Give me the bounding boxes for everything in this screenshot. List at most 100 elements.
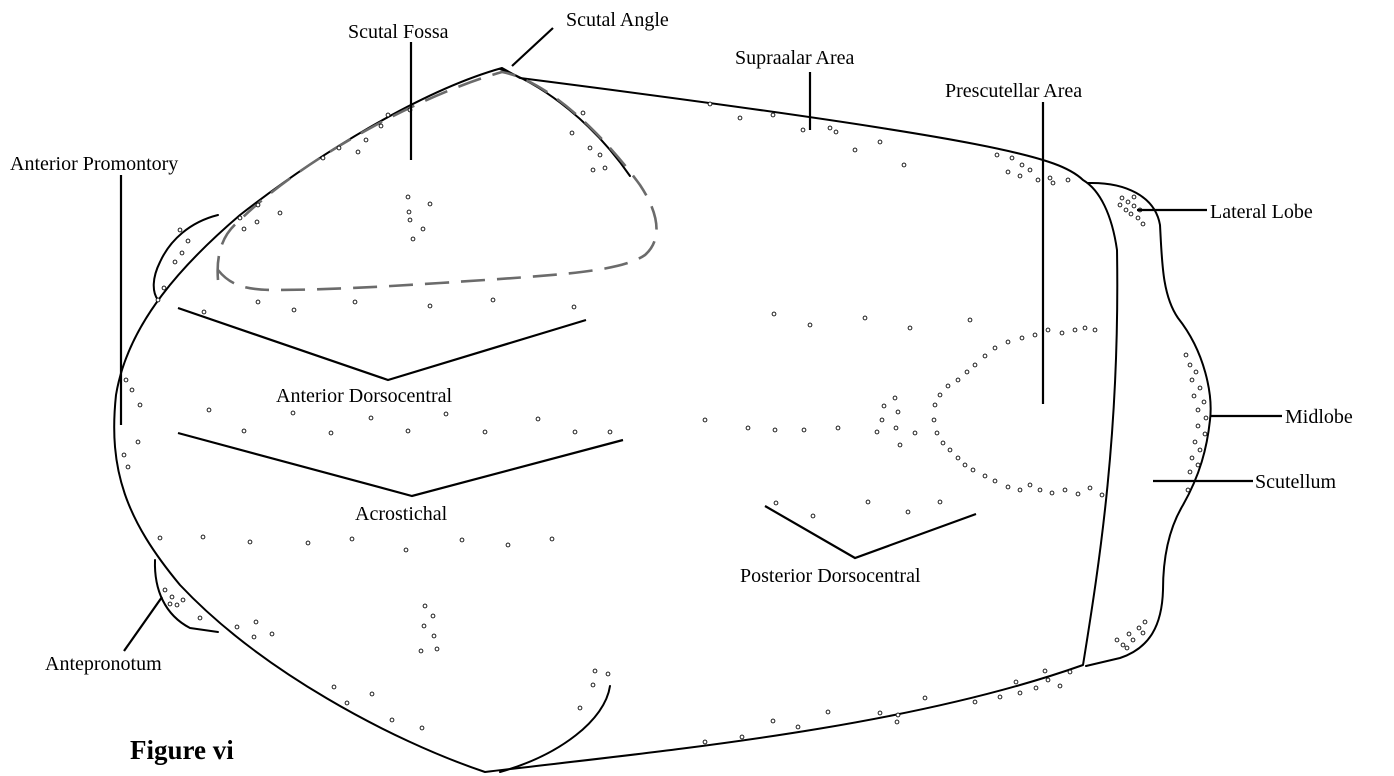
bristle-pit — [290, 410, 296, 416]
bristle-pit — [569, 130, 575, 136]
bristle-pit — [368, 415, 374, 421]
bristle-pit — [1035, 177, 1041, 183]
bristle-pit — [1062, 487, 1068, 493]
bristle-pit — [994, 152, 1000, 158]
bristle-pit — [1114, 637, 1120, 643]
label-anterior-dorsocentral: Anterior Dorsocentral — [276, 385, 452, 407]
bristle-pit — [1195, 407, 1201, 413]
bristle-pit — [1128, 211, 1134, 217]
bristle-pit — [931, 417, 937, 423]
label-lateral-lobe: Lateral Lobe — [1210, 201, 1313, 223]
bristle-pit — [893, 425, 899, 431]
bristle-pit — [597, 152, 603, 158]
bristle-pit — [897, 442, 903, 448]
bristle-pit — [277, 210, 283, 216]
label-scutellum: Scutellum — [1255, 471, 1337, 493]
bristle-pit — [1032, 332, 1038, 338]
label-posterior-dorsocentral: Posterior Dorsocentral — [740, 565, 921, 587]
scutal-fossa-outline — [216, 70, 658, 292]
bristle-pit — [934, 430, 940, 436]
bristle-pit — [355, 149, 361, 155]
bristle-pit — [1183, 352, 1189, 358]
bristle-pit — [363, 137, 369, 143]
bristle-pit — [773, 500, 779, 506]
bristle-pit — [269, 631, 275, 637]
bristle-pit — [1017, 173, 1023, 179]
bristle-pit — [1189, 377, 1195, 383]
bristle-pit — [972, 362, 978, 368]
bristle-pit — [305, 540, 311, 546]
bristle-pit — [352, 299, 358, 305]
bristle-pit — [254, 219, 260, 225]
bristle-pit — [937, 392, 943, 398]
bristle-pit — [291, 307, 297, 313]
bristle-pit — [807, 322, 813, 328]
label-scutal-fossa: Scutal Fossa — [348, 21, 449, 43]
bristle-pit — [1019, 162, 1025, 168]
bristle-pit — [535, 416, 541, 422]
bristle-pit — [1059, 330, 1065, 336]
bristle-pit — [1119, 195, 1125, 201]
bristle-pit — [255, 299, 261, 305]
bristle-pit — [1027, 482, 1033, 488]
bristle-pit — [200, 534, 206, 540]
bristle-pit — [180, 597, 186, 603]
bristle-pit — [895, 712, 901, 718]
bristle-pit — [1072, 327, 1078, 333]
bristle-pit — [1123, 207, 1129, 213]
bristle-pit — [1142, 619, 1148, 625]
bristle-pit — [772, 427, 778, 433]
bristle-pit — [251, 634, 257, 640]
bristle-pit — [505, 542, 511, 548]
bristle-pit — [955, 455, 961, 461]
bristle-pit — [835, 425, 841, 431]
label-supraalar-area: Supraalar Area — [735, 47, 855, 69]
bristle-pit — [155, 297, 161, 303]
bristle-pit — [702, 417, 708, 423]
bristle-pit — [992, 345, 998, 351]
bristle-pit — [1197, 385, 1203, 391]
scutellum-outline — [1085, 181, 1212, 667]
bristle-pit — [1191, 393, 1197, 399]
bristle-pit — [1082, 325, 1088, 331]
scutal-angle-ridge — [499, 68, 631, 177]
bristle-pit — [1197, 447, 1203, 453]
bristle-pit — [877, 139, 883, 145]
bristle-pit — [739, 734, 745, 740]
label-scutal-angle: Scutal Angle — [566, 9, 669, 31]
bristle-pit — [833, 129, 839, 135]
bristle-pit — [320, 155, 326, 161]
bristle-pit — [1120, 642, 1126, 648]
bristle-pit — [1195, 423, 1201, 429]
bristle-pit — [1185, 487, 1191, 493]
bristle-pit — [602, 165, 608, 171]
bristle-pit — [590, 167, 596, 173]
bristle-pit — [185, 238, 191, 244]
bristle-pit — [607, 429, 613, 435]
bristle-pit — [344, 700, 350, 706]
bristle-pit — [422, 603, 428, 609]
bristle-pit — [247, 539, 253, 545]
bristle-pit — [1019, 335, 1025, 341]
bristle-pit — [167, 601, 173, 607]
bristle-pit — [590, 682, 596, 688]
bristle-pit — [881, 403, 887, 409]
bristle-pit — [123, 377, 129, 383]
bristle-pit — [605, 671, 611, 677]
bristle-pit — [947, 447, 953, 453]
bristle-pit — [905, 509, 911, 515]
bristle-pit — [937, 499, 943, 505]
bristle-pit — [1005, 339, 1011, 345]
bristle-pit — [1005, 169, 1011, 175]
scutal-angle-leader — [511, 27, 554, 67]
bristle-pit — [874, 429, 880, 435]
bristle-pit — [1042, 668, 1048, 674]
figure-caption: Figure vi — [130, 735, 234, 765]
bristle-pit — [418, 648, 424, 654]
bristle-pit — [1027, 167, 1033, 173]
anterior-promontory-outline — [152, 214, 219, 301]
label-midlobe: Midlobe — [1285, 406, 1353, 428]
bristle-pit — [592, 668, 598, 674]
bristle-pit — [129, 387, 135, 393]
bristle-pit — [419, 725, 425, 731]
